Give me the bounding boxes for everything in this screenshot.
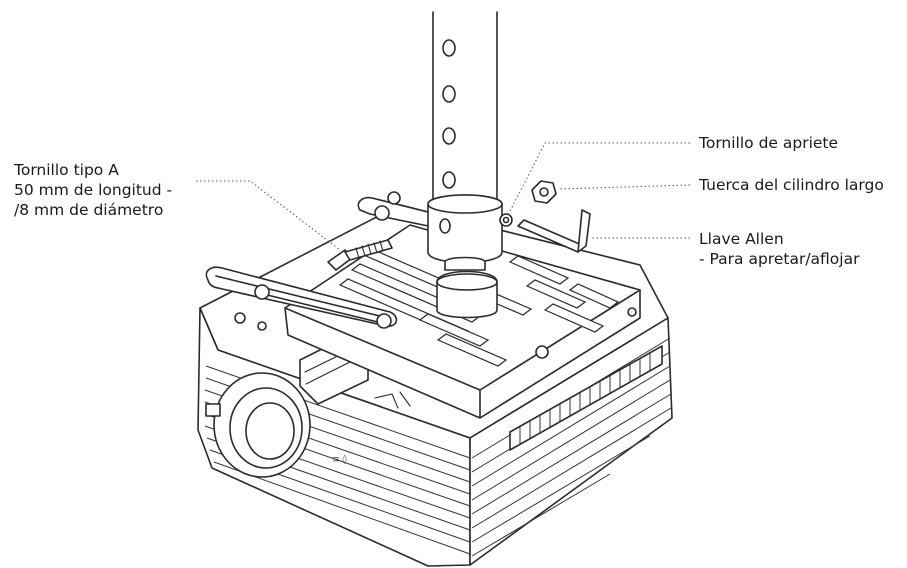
label-screw-type-a-line3: /8 mm de diámetro [14, 201, 164, 219]
label-allen-key-line1: Llave Allen [699, 230, 784, 248]
projector-body: ≡ ◊ [197, 204, 673, 567]
label-allen-key-line2: - Para apretar/aflojar [699, 250, 860, 268]
allen-key [517, 209, 591, 253]
leader-lines [196, 142, 691, 251]
leader-screw-a [196, 180, 341, 251]
mount-arms [205, 191, 441, 329]
long-cylinder-nut [531, 180, 557, 204]
leader-nut [557, 184, 691, 190]
projector-logo: ≡ ◊ [332, 454, 347, 465]
label-allen-key: Llave Allen - Para apretar/aflojar [699, 229, 859, 269]
mounting-plate [284, 224, 641, 419]
screw-type-a [327, 239, 393, 271]
leader-tightening-screw [507, 142, 690, 216]
tightening-screw [499, 213, 513, 227]
label-long-cylinder-nut: Tuerca del cilindro largo [699, 176, 884, 194]
label-screw-type-a: Tornillo tipo A 50 mm de longitud - /8 m… [14, 160, 172, 220]
label-screw-type-a-line1: Tornillo tipo A [14, 161, 119, 179]
mount-pole [427, 11, 503, 319]
label-screw-type-a-line2: 50 mm de longitud - [14, 181, 173, 199]
label-tightening-screw: Tornillo de apriete [699, 134, 839, 152]
